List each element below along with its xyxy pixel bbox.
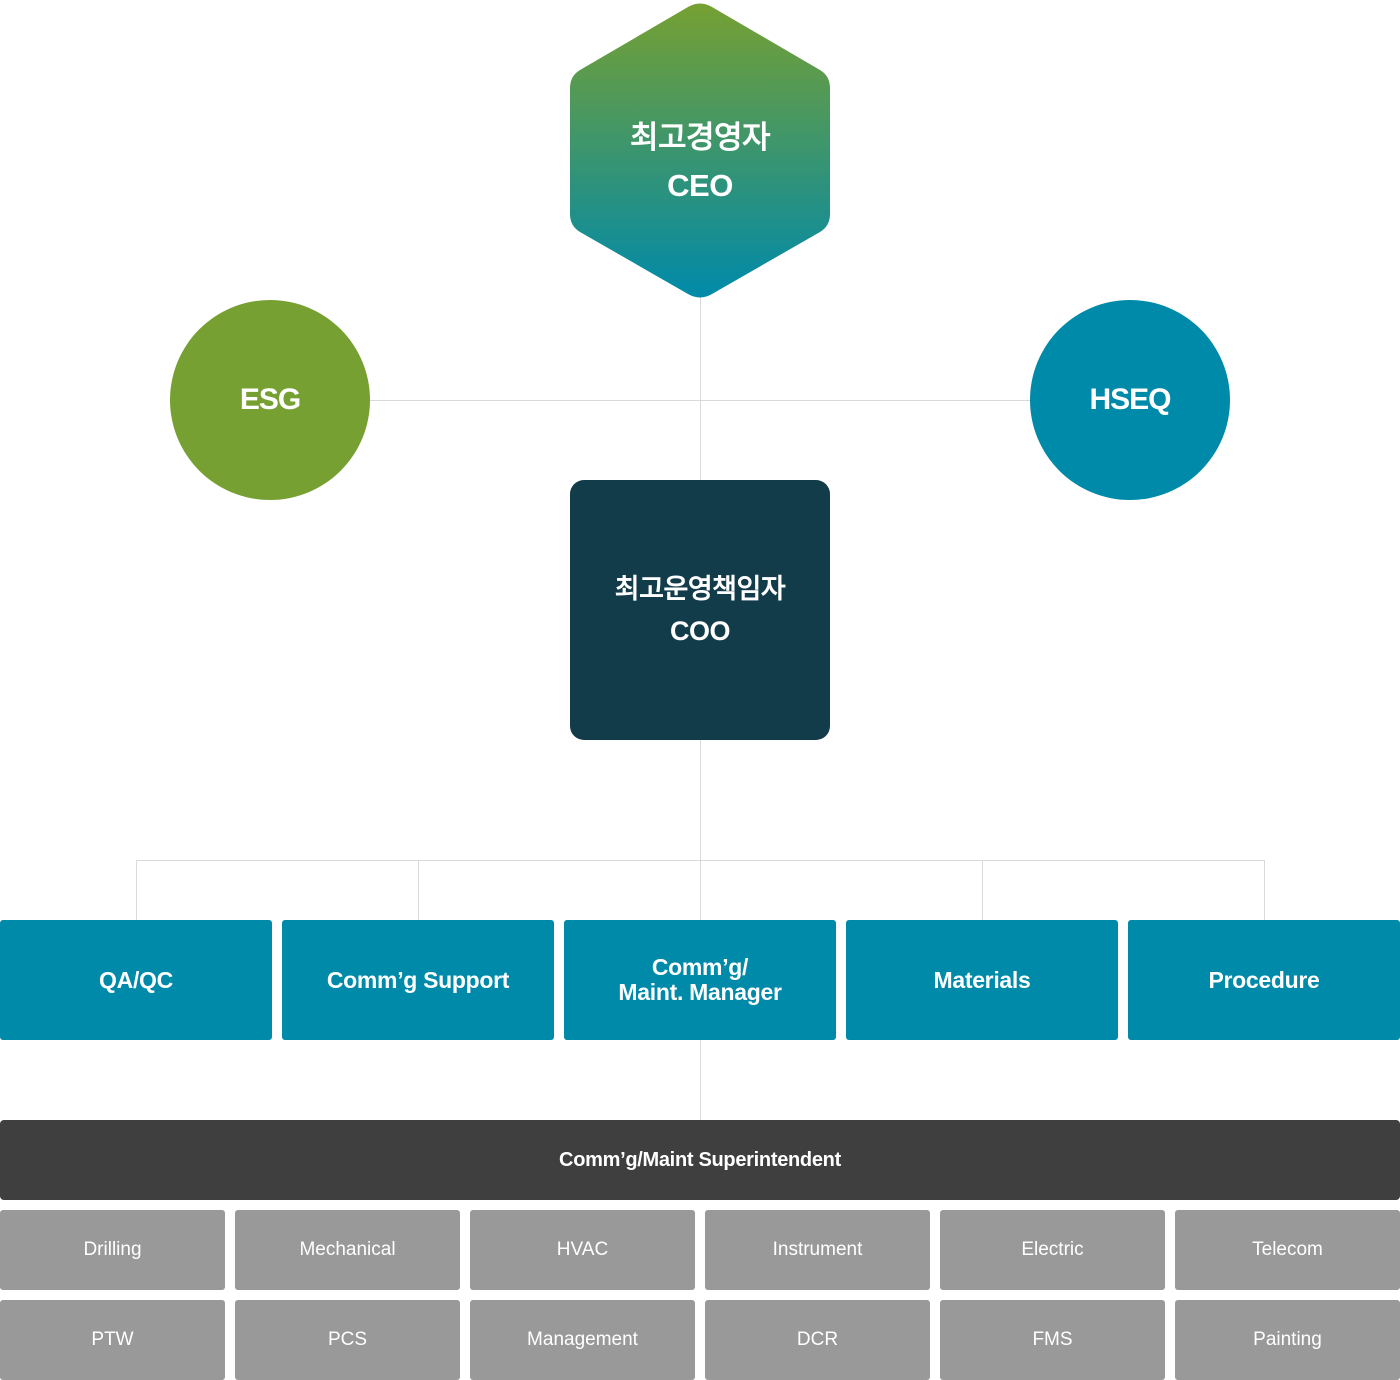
team-hvac: HVAC <box>470 1210 695 1290</box>
team-label: HVAC <box>556 1239 609 1260</box>
team-label: Painting <box>1253 1329 1322 1350</box>
team-label: Telecom <box>1252 1239 1323 1260</box>
team-electric: Electric <box>940 1210 1165 1290</box>
dept-commg-maint-manager: Comm’g/ Maint. Manager <box>564 920 836 1040</box>
ceo-korean-title: 최고경영자 <box>629 120 771 155</box>
team-pcs: PCS <box>235 1300 460 1380</box>
dept-materials: Materials <box>846 920 1118 1040</box>
dept-qaqc: QA/QC <box>0 920 272 1040</box>
team-label: DCR <box>796 1329 839 1350</box>
connector-manager-superintendent <box>700 1040 701 1120</box>
team-instrument: Instrument <box>705 1210 930 1290</box>
dept-qaqc-label: QA/QC <box>99 966 173 993</box>
team-label: Instrument <box>772 1239 863 1260</box>
connector-dept-procedure <box>1264 860 1265 920</box>
connector-departments-bar <box>136 860 1265 861</box>
esg-label: ESG <box>239 383 301 416</box>
ceo-label: 최고경영자 CEO <box>570 114 830 210</box>
coo-english-title: COO <box>669 616 731 646</box>
dept-commg-support: Comm’g Support <box>282 920 554 1040</box>
connector-esg-hseq <box>368 400 1032 401</box>
team-mechanical: Mechanical <box>235 1210 460 1290</box>
esg-node: ESG <box>170 300 370 500</box>
hseq-node: HSEQ <box>1030 300 1230 500</box>
hseq-label: HSEQ <box>1089 383 1171 416</box>
team-label: Management <box>527 1329 638 1350</box>
hexagon-shape <box>570 3 830 298</box>
superintendent-bar: Comm’g/Maint Superintendent <box>0 1120 1400 1200</box>
team-label: Electric <box>1021 1239 1084 1260</box>
dept-procedure: Procedure <box>1128 920 1400 1040</box>
team-drilling: Drilling <box>0 1210 225 1290</box>
team-telecom: Telecom <box>1175 1210 1400 1290</box>
dept-materials-label: Materials <box>933 966 1031 993</box>
team-management: Management <box>470 1300 695 1380</box>
team-label: Mechanical <box>299 1239 396 1260</box>
dept-manager-label-line1: Comm’g/ <box>651 954 749 980</box>
ceo-node: 최고경영자 CEO <box>570 2 830 298</box>
team-painting: Painting <box>1175 1300 1400 1380</box>
coo-korean-title: 최고운영책임자 <box>614 574 786 604</box>
dept-commg-support-label: Comm’g Support <box>326 966 510 993</box>
connector-ceo-coo <box>700 290 701 480</box>
connector-dept-support <box>418 860 419 920</box>
team-label: FMS <box>1032 1329 1073 1350</box>
team-label: PTW <box>91 1329 134 1350</box>
team-label: PCS <box>327 1329 368 1350</box>
connector-dept-qaqc <box>136 860 137 920</box>
dept-procedure-label: Procedure <box>1208 966 1320 993</box>
dept-manager-label-line2: Maint. Manager <box>618 979 782 1005</box>
team-label: Drilling <box>83 1239 142 1260</box>
team-dcr: DCR <box>705 1300 930 1380</box>
superintendent-label: Comm’g/Maint Superintendent <box>559 1148 841 1171</box>
connector-dept-materials <box>982 860 983 920</box>
team-fms: FMS <box>940 1300 1165 1380</box>
connector-coo-departments <box>700 740 701 920</box>
coo-node: 최고운영책임자 COO <box>570 480 830 740</box>
team-ptw: PTW <box>0 1300 225 1380</box>
ceo-english-title: CEO <box>667 168 733 203</box>
